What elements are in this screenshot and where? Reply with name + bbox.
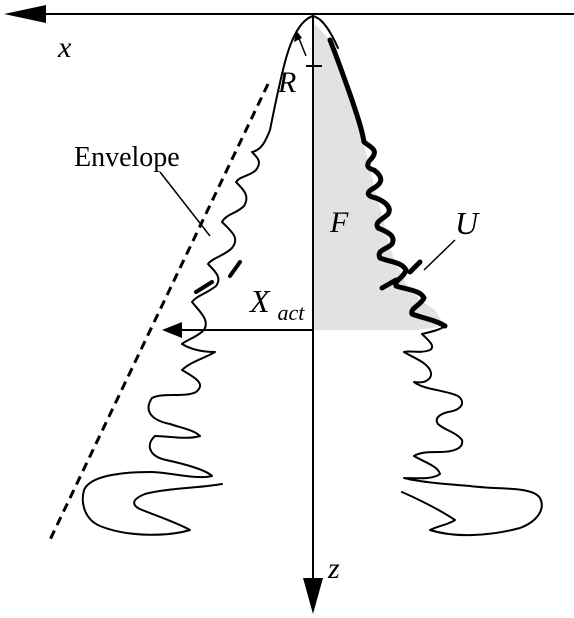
dendrite-right-outline xyxy=(312,15,543,537)
envelope-label: Envelope xyxy=(74,142,180,173)
envelope-line xyxy=(46,83,270,545)
radius-label: R xyxy=(277,66,296,99)
u-leader xyxy=(423,239,456,271)
force-label: F xyxy=(329,206,349,239)
x-act-main: X xyxy=(248,283,271,319)
dendrite-left-outline xyxy=(81,15,314,536)
radius-arrowhead xyxy=(294,30,302,42)
uplift-label: U xyxy=(455,205,480,241)
interface-u-thick xyxy=(327,37,448,329)
envelope-leader xyxy=(159,171,211,237)
x-axis-arrowhead xyxy=(4,5,46,23)
interface-u-accent xyxy=(379,259,423,291)
left-branch-accents xyxy=(194,260,242,294)
z-axis-label: z xyxy=(327,552,340,585)
x-act-subscript: act xyxy=(278,300,306,325)
z-axis-arrowhead xyxy=(303,578,323,614)
x-act-label: X act xyxy=(248,283,305,325)
x-act-arrowhead xyxy=(162,322,182,338)
radius-arrow-line xyxy=(297,35,307,57)
shaded-force-region xyxy=(313,22,445,330)
x-axis-label: x xyxy=(57,31,72,64)
